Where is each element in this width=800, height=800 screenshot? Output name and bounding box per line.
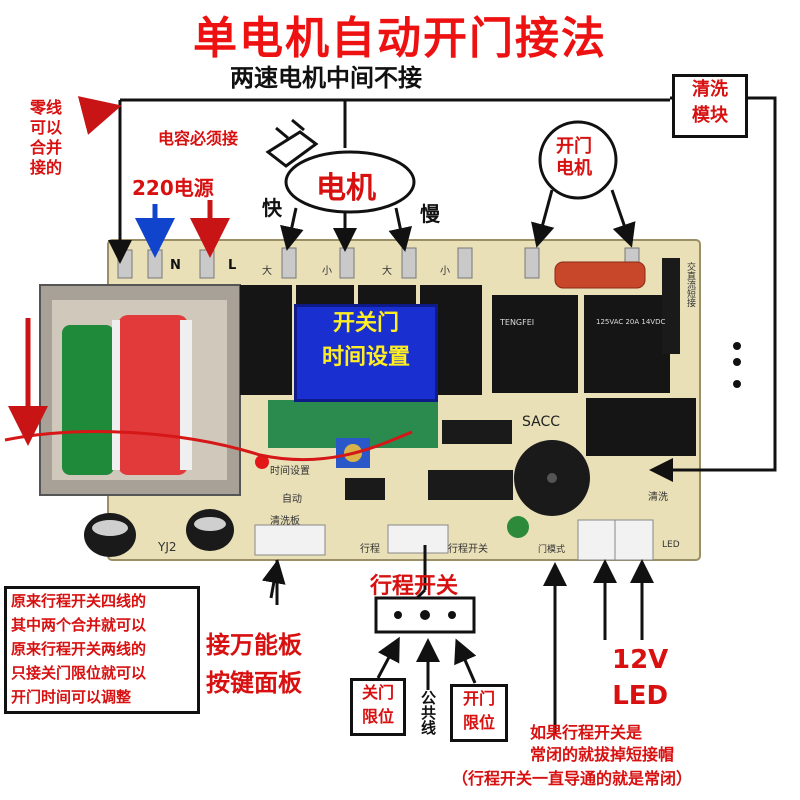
cleaning-module-box: 清洗 模块 xyxy=(672,74,748,138)
silk-travel: 行程 xyxy=(360,544,380,555)
silk-door-mode: 门模式 xyxy=(538,545,566,555)
left-note-box: 原来行程开关四线的 其中两个合并就可以 原来行程开关两线的 只接关门限位就可以 … xyxy=(4,586,200,714)
bottom-note-2: 常闭的就拔掉短接帽 xyxy=(530,745,675,764)
led-label: 12V LED xyxy=(612,645,669,711)
connect-board-label: 接万能板 按键面板 xyxy=(206,631,302,697)
transformer-icon xyxy=(39,284,241,496)
silk-led: LED xyxy=(662,540,680,550)
neutral-note: 零线 可以 合并 接的 xyxy=(30,98,63,177)
fast-label: 快 xyxy=(262,196,282,220)
bottom-note-3: （行程开关一直导通的就是常闭） xyxy=(452,769,693,788)
small-capacitor xyxy=(507,516,529,538)
page-subtitle: 两速电机中间不接 xyxy=(230,64,422,92)
door-motor-ellipse xyxy=(538,120,618,200)
terminal-label: 小 xyxy=(322,266,332,277)
terminal-n: N xyxy=(170,258,181,273)
relay-sacc: SACC xyxy=(522,414,561,430)
ic-chip xyxy=(428,470,513,500)
capacitor-note: 电容必须接 xyxy=(158,129,239,148)
time-setting-box: 开关门 时间设置 xyxy=(294,304,438,402)
motor-ellipse xyxy=(284,150,416,214)
door-motor-label: 开门 电机 xyxy=(556,136,592,179)
silk-travel-switch: 行程开关 xyxy=(448,544,488,555)
open-limit-box: 开门 限位 xyxy=(450,684,508,742)
silk-clean: 清洗 xyxy=(648,492,668,503)
terminal-label: 大 xyxy=(262,266,272,277)
page-title: 单电机自动开门接法 xyxy=(193,13,607,64)
terminal-label: 大 xyxy=(382,266,392,277)
red-led xyxy=(255,455,269,469)
power-label: 220电源 xyxy=(132,176,214,200)
ic-chip xyxy=(345,478,385,500)
motor-label: 电机 xyxy=(316,171,376,206)
board-code: YJ2 xyxy=(158,540,177,554)
buzzer-icon xyxy=(514,440,590,516)
jumper-block xyxy=(662,258,680,354)
capacitor-icon xyxy=(84,509,234,557)
close-limit-box: 关门 限位 xyxy=(350,678,406,736)
travel-switch-label: 行程开关 xyxy=(370,574,459,599)
slow-label: 慢 xyxy=(420,202,440,226)
bottom-note-1: 如果行程开关是 xyxy=(530,723,643,742)
terminal-label: 小 xyxy=(440,266,450,277)
silk-ac-dc: 交直流短接 xyxy=(685,262,695,307)
relay-brand: TENGFEI xyxy=(500,318,535,327)
connector xyxy=(254,519,654,561)
terminal-l: L xyxy=(228,258,237,273)
silk-auto: 自动 xyxy=(282,494,302,505)
ic-chip xyxy=(442,420,512,444)
silk-time: 时间设置 xyxy=(270,466,310,477)
film-capacitor xyxy=(554,261,646,289)
plug-icon xyxy=(265,118,319,168)
relay-rating: 125VAC 20A 14VDC xyxy=(596,318,666,326)
red-wire xyxy=(4,430,413,462)
common-line-label: 公共线 xyxy=(419,690,437,735)
silk-clean-board: 清洗板 xyxy=(270,516,300,527)
